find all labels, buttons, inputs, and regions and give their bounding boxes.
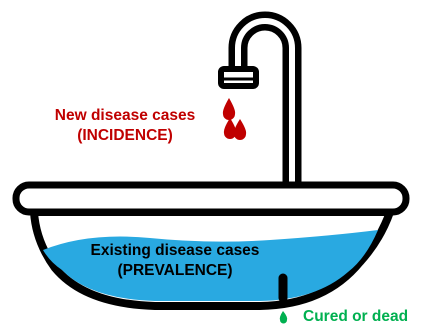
incidence-label-line1: New disease cases [40, 106, 210, 126]
blood-drop-icon [223, 98, 246, 140]
incidence-label: New disease cases (INCIDENCE) [40, 106, 210, 146]
incidence-label-line2: (INCIDENCE) [40, 126, 210, 146]
outflow-label: Cured or dead [303, 307, 408, 327]
prevalence-label-line1: Existing disease cases [75, 241, 275, 261]
green-drop-icon [280, 311, 287, 324]
prevalence-label-line2: (PREVALENCE) [75, 261, 275, 281]
prevalence-label: Existing disease cases (PREVALENCE) [75, 241, 275, 281]
